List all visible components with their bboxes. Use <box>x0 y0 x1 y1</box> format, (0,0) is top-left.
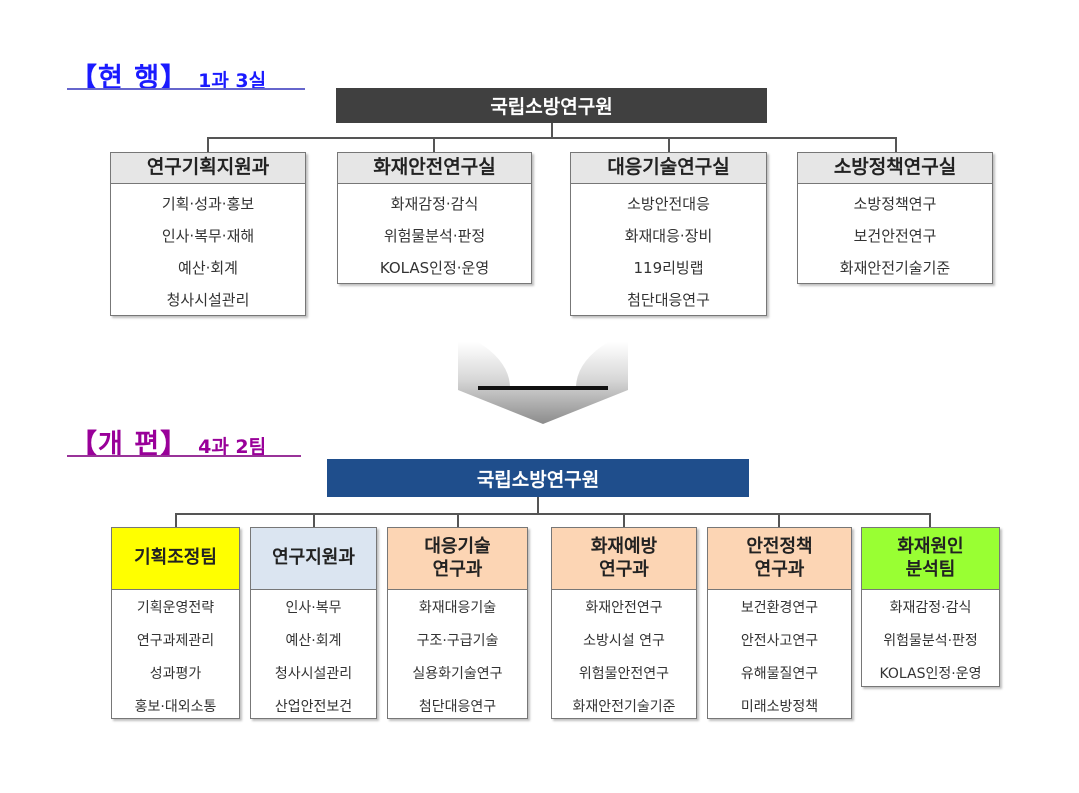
reorg-root-stem <box>537 497 539 514</box>
current-dept-item: 화재대응·장비 <box>624 227 713 245</box>
current-drop-line <box>207 137 209 152</box>
reorg-dept-item: 실용화기술연구 <box>412 666 503 682</box>
current-root-stem <box>551 123 553 138</box>
current-drop-line <box>895 137 897 152</box>
reorg-dept-item: 기획운영전략 <box>136 600 215 616</box>
current-dept-item: 첨단대응연구 <box>627 291 710 309</box>
current-dept-name: 대응기술연구실 <box>571 153 766 184</box>
current-dept-item: 소방정책연구 <box>853 195 937 213</box>
reorg-dept-box: 대응기술 연구과 화재대응기술 구조·구급기술 실용화기술연구 첨단대응연구 <box>387 527 528 719</box>
current-dept-items: 소방정책연구 보건안전연구 화재안전기술기준 <box>798 184 992 284</box>
current-dept-item: 화재안전기술기준 <box>839 259 951 277</box>
reorg-dept-item: 유해물질연구 <box>740 666 819 682</box>
reorg-connector-bar <box>175 513 931 515</box>
reorg-dept-items: 보건환경연구 안전사고연구 유해물질연구 미래소방정책 <box>708 590 851 724</box>
reorg-dept-item: 소방시설 연구 <box>583 633 665 649</box>
reorg-title-sub: 4과 2팀 <box>198 436 267 458</box>
current-title-sub: 1과 3실 <box>198 70 267 92</box>
current-root-box: 국립소방연구원 <box>336 88 767 123</box>
reorg-dept-item: 안전사고연구 <box>740 633 819 649</box>
reorg-dept-items: 인사·복무 예산·회계 청사시설관리 산업안전보건 <box>251 590 376 724</box>
reorg-dept-box: 연구지원과 인사·복무 예산·회계 청사시설관리 산업안전보건 <box>250 527 377 719</box>
reorg-dept-item: 인사·복무 <box>285 600 342 616</box>
reorg-drop-line <box>778 513 780 527</box>
current-dept-item: 청사시설관리 <box>166 291 250 309</box>
current-dept-item: 화재감정·감식 <box>390 195 479 213</box>
reorg-dept-name: 화재예방 연구과 <box>552 528 696 590</box>
current-dept-items: 기획·성과·홍보 인사·복무·재해 예산·회계 청사시설관리 <box>111 184 305 316</box>
reorg-dept-box: 안전정책 연구과 보건환경연구 안전사고연구 유해물질연구 미래소방정책 <box>707 527 852 719</box>
reorg-drop-line <box>623 513 625 527</box>
reorg-root-box: 국립소방연구원 <box>327 459 749 497</box>
reorg-dept-items: 화재대응기술 구조·구급기술 실용화기술연구 첨단대응연구 <box>388 590 527 724</box>
reorg-dept-item: 화재안전기술기준 <box>572 699 676 715</box>
reorg-drop-line <box>929 513 931 527</box>
current-dept-item: 예산·회계 <box>178 259 238 277</box>
reorg-dept-name: 연구지원과 <box>251 528 376 590</box>
current-dept-item: 위험물분석·판정 <box>383 227 486 245</box>
reorg-dept-name: 대응기술 연구과 <box>388 528 527 590</box>
reorg-title: 【개 편】 4과 2팀 <box>70 422 266 461</box>
reorg-dept-items: 기획운영전략 연구과제관리 성과평가 홍보·대외소통 <box>112 590 239 724</box>
current-dept-item: KOLAS인정·운영 <box>379 259 490 277</box>
current-dept-box: 연구기획지원과 기획·성과·홍보 인사·복무·재해 예산·회계 청사시설관리 <box>110 152 306 316</box>
reorg-dept-item: 보건환경연구 <box>740 600 819 616</box>
current-root-label: 국립소방연구원 <box>490 96 613 118</box>
reorg-dept-box: 기획조정팀 기획운영전략 연구과제관리 성과평가 홍보·대외소통 <box>111 527 240 719</box>
reorg-dept-box: 화재예방 연구과 화재안전연구 소방시설 연구 위험물안전연구 화재안전기술기준 <box>551 527 697 719</box>
current-title-underline <box>67 88 305 90</box>
reorg-dept-name: 화재원인 분석팀 <box>862 528 999 590</box>
current-dept-item: 보건안전연구 <box>853 227 937 245</box>
reorg-dept-item: 성과평가 <box>149 666 202 682</box>
reorg-drop-line <box>457 513 459 527</box>
current-dept-name: 소방정책연구실 <box>798 153 992 184</box>
current-drop-line <box>433 137 435 152</box>
reorg-title-label: 【개 편】 <box>70 429 189 460</box>
current-drop-line <box>668 137 670 152</box>
reorg-dept-item: 청사시설관리 <box>274 666 353 682</box>
reorg-dept-item: 산업안전보건 <box>274 699 353 715</box>
transition-arrow-icon <box>458 342 628 424</box>
current-dept-name: 화재안전연구실 <box>338 153 531 184</box>
reorg-dept-item: 화재감정·감식 <box>889 600 972 616</box>
reorg-dept-item: 연구과제관리 <box>136 633 215 649</box>
current-dept-box: 화재안전연구실 화재감정·감식 위험물분석·판정 KOLAS인정·운영 <box>337 152 532 284</box>
current-dept-items: 화재감정·감식 위험물분석·판정 KOLAS인정·운영 <box>338 184 531 284</box>
current-dept-item: 인사·복무·재해 <box>161 227 255 245</box>
reorg-dept-items: 화재안전연구 소방시설 연구 위험물안전연구 화재안전기술기준 <box>552 590 696 724</box>
reorg-drop-line <box>313 513 315 527</box>
reorg-dept-items: 화재감정·감식 위험물분석·판정 KOLAS인정·운영 <box>862 590 999 691</box>
reorg-dept-name: 안전정책 연구과 <box>708 528 851 590</box>
reorg-dept-item: 구조·구급기술 <box>416 633 499 649</box>
reorg-dept-item: 첨단대응연구 <box>418 699 497 715</box>
reorg-title-underline <box>67 455 301 457</box>
reorg-dept-item: 미래소방정책 <box>740 699 819 715</box>
reorg-dept-name: 기획조정팀 <box>112 528 239 590</box>
reorg-dept-box: 화재원인 분석팀 화재감정·감식 위험물분석·판정 KOLAS인정·운영 <box>861 527 1000 687</box>
reorg-dept-item: 홍보·대외소통 <box>134 699 217 715</box>
reorg-dept-item: KOLAS인정·운영 <box>879 666 982 682</box>
current-dept-name: 연구기획지원과 <box>111 153 305 184</box>
reorg-drop-line <box>175 513 177 527</box>
reorg-root-label: 국립소방연구원 <box>476 468 600 491</box>
reorg-dept-item: 화재안전연구 <box>585 600 663 616</box>
reorg-dept-item: 예산·회계 <box>285 633 342 649</box>
current-dept-item: 소방안전대응 <box>627 195 710 213</box>
current-dept-items: 소방안전대응 화재대응·장비 119리빙랩 첨단대응연구 <box>571 184 766 316</box>
current-dept-box: 소방정책연구실 소방정책연구 보건안전연구 화재안전기술기준 <box>797 152 993 284</box>
reorg-dept-item: 위험물분석·판정 <box>883 633 978 649</box>
current-dept-box: 대응기술연구실 소방안전대응 화재대응·장비 119리빙랩 첨단대응연구 <box>570 152 767 316</box>
reorg-dept-item: 위험물안전연구 <box>578 666 670 682</box>
current-dept-item: 기획·성과·홍보 <box>161 195 255 213</box>
reorg-dept-item: 화재대응기술 <box>418 600 497 616</box>
current-connector-bar <box>207 137 897 139</box>
current-dept-item: 119리빙랩 <box>633 259 704 277</box>
